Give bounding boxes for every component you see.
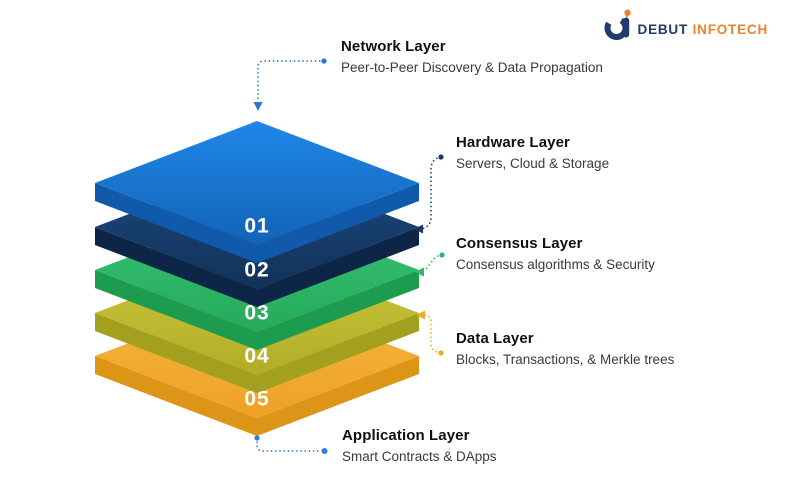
- layer-subtitle: Smart Contracts & DApps: [342, 448, 497, 464]
- label-hardware-layer: Hardware Layer Servers, Cloud & Storage: [456, 134, 610, 171]
- layer-number: 05: [244, 388, 269, 411]
- slab-front-face: [95, 270, 419, 350]
- connector-consensus-layer: [415, 252, 445, 277]
- connector-arrow-left-icon: [416, 310, 425, 320]
- connector-application-layer: [254, 435, 328, 454]
- label-network-layer: Network Layer Peer-to-Peer Discovery & D…: [341, 38, 603, 75]
- di-monogram-icon: [604, 9, 631, 40]
- layer-subtitle: Blocks, Transactions, & Merkle trees: [456, 351, 675, 367]
- connector-end-dot: [321, 448, 328, 454]
- slab-front-face: [95, 313, 419, 393]
- layer-number: 01: [244, 215, 269, 238]
- layer-number: 04: [244, 345, 269, 368]
- connector-arrow-down-icon: [253, 102, 263, 111]
- layer-number: 02: [244, 259, 269, 282]
- layer-subtitle: Peer-to-Peer Discovery & Data Propagatio…: [341, 59, 603, 75]
- connector-network-layer: [253, 58, 327, 111]
- connector-start-dot: [438, 350, 444, 356]
- layer-title: Network Layer: [341, 38, 446, 55]
- logo-brand-primary: DEBUT: [637, 22, 689, 37]
- layer-title: Data Layer: [456, 330, 534, 347]
- logo-brand-secondary: INFOTECH: [692, 22, 768, 37]
- connector-data-layer: [416, 310, 444, 356]
- layer-title: Hardware Layer: [456, 134, 570, 151]
- layer-number: 03: [244, 302, 269, 325]
- layer-title: Application Layer: [342, 427, 470, 444]
- connector-arrow-left-icon: [415, 267, 424, 277]
- label-consensus-layer: Consensus Layer Consensus algorithms & S…: [456, 235, 655, 272]
- layer-subtitle: Servers, Cloud & Storage: [456, 155, 610, 171]
- connector-hardware-layer: [414, 154, 444, 234]
- slab-front-face: [95, 183, 419, 263]
- layer-slabs: 05 04 03 02 01: [95, 121, 419, 436]
- layer-title: Consensus Layer: [456, 235, 583, 252]
- connector-dotted-line: [418, 156, 442, 230]
- slab-top-face: [95, 121, 419, 245]
- connector-arrow-left-icon: [414, 224, 423, 234]
- logo-wordmark: DEBUT INFOTECH: [638, 22, 768, 37]
- label-data-layer: Data Layer Blocks, Transactions, & Merkl…: [456, 330, 675, 367]
- slab-front-face: [95, 356, 419, 436]
- debut-infotech-logo: DEBUT INFOTECH: [604, 9, 768, 41]
- slab-front-face: [95, 227, 419, 307]
- connector-dotted-line: [256, 437, 321, 452]
- layer-subtitle: Consensus algorithms & Security: [456, 256, 655, 272]
- connector-dotted-line: [420, 314, 440, 354]
- label-application-layer: Application Layer Smart Contracts & DApp…: [342, 427, 497, 464]
- connector-dotted-line: [257, 60, 325, 103]
- layer-slab-01: 01: [95, 121, 419, 263]
